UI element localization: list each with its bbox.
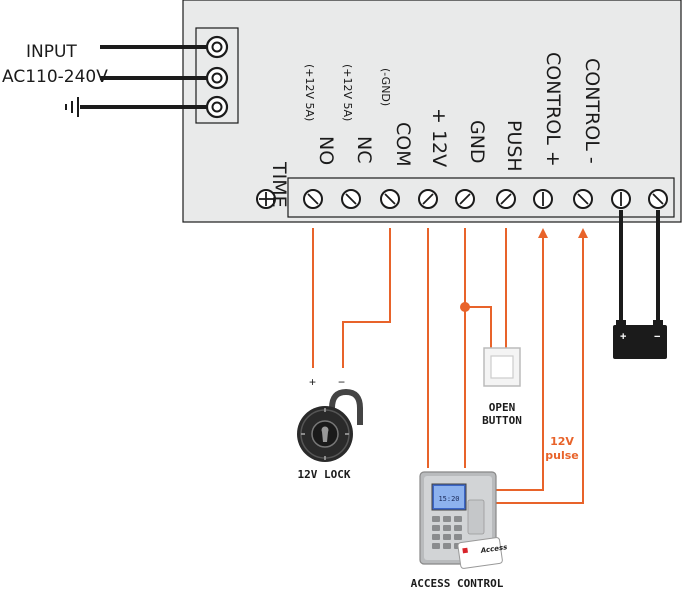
terminal-rating-no: (+12V 5A): [303, 64, 316, 121]
lock-plus-label: +: [309, 375, 316, 389]
open-button-icon: [483, 347, 521, 387]
terminal-label-com: COM: [392, 122, 414, 167]
access-card-brand: Access: [479, 543, 507, 555]
open-button-label-line2: BUTTON: [482, 414, 522, 427]
terminal-screw-battery-minus: [648, 189, 668, 209]
input-voltage-label: AC110-240V: [2, 67, 108, 87]
lock-label: 12V LOCK: [298, 468, 351, 481]
battery-icon: [613, 320, 667, 359]
battery-minus-label: −: [654, 331, 660, 343]
terminal-label-nc: NC: [353, 136, 375, 163]
terminal-screw-com: [380, 189, 400, 209]
keypad-time: 15:20: [438, 495, 459, 503]
terminal-screw-push: [496, 189, 516, 209]
pulse-label-line2: pulse: [545, 449, 578, 462]
terminal-label-gnd: GND: [466, 120, 488, 164]
time-adjust-icon: [256, 189, 276, 209]
wire-com-to-lock-minus: [342, 228, 391, 368]
battery-plus-label: +: [620, 331, 626, 343]
terminal-screw-nc: [341, 189, 361, 209]
terminal-label-control-minus: CONTROL -: [581, 58, 603, 164]
terminal-label-time: TIME: [268, 161, 290, 208]
access-control-label: ACCESS CONTROL: [411, 577, 504, 590]
input-terminal-l: [205, 35, 229, 59]
terminal-screw-plus12v: [418, 189, 438, 209]
arrow-control-plus: [538, 228, 548, 238]
wire-junction: [460, 302, 470, 312]
terminal-label-control-plus: CONTROL +: [542, 52, 564, 167]
terminal-screw-control-minus: [573, 189, 593, 209]
access-card-icon: [457, 537, 503, 569]
input-label: INPUT: [26, 42, 77, 62]
terminal-rating-nc: (+12V 5A): [341, 64, 354, 121]
lock-icon: [297, 388, 363, 462]
terminal-screw-no: [303, 189, 323, 209]
pulse-label-line1: 12V: [550, 435, 574, 448]
lock-minus-label: −: [338, 375, 345, 389]
terminal-label-plus12v: + 12V: [428, 108, 450, 167]
wire-control-plus: [495, 236, 544, 491]
terminal-note-com: (-GND): [379, 68, 392, 106]
terminal-screw-gnd: [455, 189, 475, 209]
arrow-control-minus: [578, 228, 588, 238]
terminal-screws: [303, 189, 668, 209]
wire-gnd-to-button: [465, 306, 492, 348]
terminal-label-push: PUSH: [503, 120, 525, 172]
open-button-label-line1: OPEN: [489, 401, 516, 414]
input-terminal-n: [205, 66, 229, 90]
ground-icon: [65, 97, 79, 117]
terminal-screw-control-plus: [533, 189, 553, 209]
terminal-screw-battery-plus: [611, 189, 631, 209]
wire-control-minus: [495, 236, 584, 504]
terminal-label-no: NO: [315, 136, 337, 165]
input-terminal-ground: [205, 95, 229, 119]
